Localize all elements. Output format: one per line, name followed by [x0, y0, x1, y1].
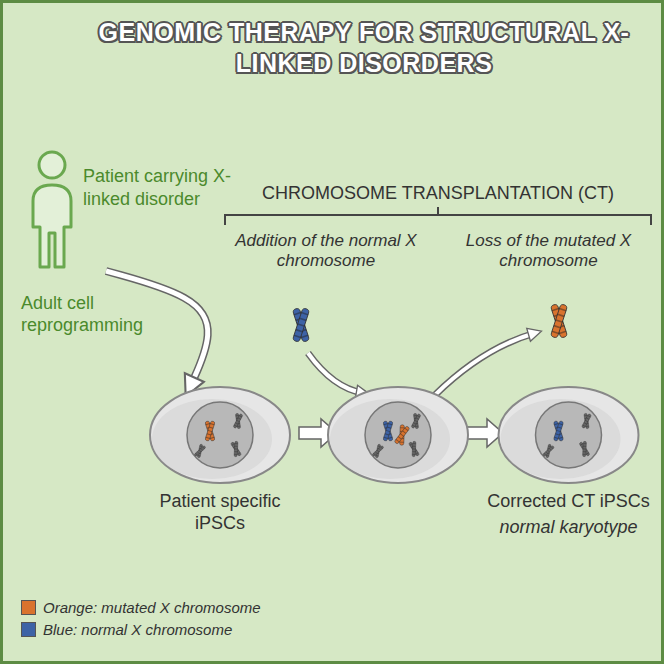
legend-text: Blue: normal X chromosome [43, 621, 232, 638]
cell-caption: normal karyotype [481, 517, 656, 539]
cell-node: Corrected CT iPSCs normal karyotype [481, 383, 656, 538]
chromosome [579, 441, 590, 458]
legend-row: Orange: mutated X chromosome [21, 599, 261, 616]
bracket [225, 207, 651, 225]
annotation-label: CHROMOSOME TRANSPLANTATION (CT) [228, 183, 648, 205]
loss-arrow-outline [435, 333, 535, 395]
chromosome [383, 421, 393, 442]
chromosome [550, 304, 567, 338]
chromosome [394, 424, 411, 447]
cell-caption: Corrected CT iPSCs [481, 491, 656, 513]
edge-label: Adult cell reprogramming [21, 293, 163, 336]
chromosome [411, 413, 421, 430]
addition-arrow-outline [308, 353, 363, 393]
legend-swatch [21, 600, 36, 615]
cell-caption: Patient specific iPSCs [145, 491, 295, 534]
addition-arrow [308, 353, 363, 393]
legend-row: Blue: normal X chromosome [21, 621, 261, 638]
patient-label: Patient carrying X-linked disorder [83, 143, 246, 210]
chromosome [194, 443, 207, 458]
annotation-label: Addition of the normal X chromosome [231, 231, 421, 272]
chromosome [408, 441, 419, 458]
legend-text: Orange: mutated X chromosome [43, 599, 261, 616]
chromosome [230, 441, 241, 458]
patient-node: Patient carrying X-linked disorder [21, 143, 246, 271]
cell-illustration [328, 387, 468, 483]
title: GENOMIC THERAPY FOR STRUCTURAL X-LINKED … [65, 17, 663, 80]
chromosome [233, 413, 243, 430]
annotation-label: Loss of the mutated X chromosome [441, 231, 656, 272]
cell [328, 387, 468, 483]
chromosome [205, 421, 215, 442]
cell [150, 387, 290, 483]
cell-shape [481, 383, 656, 487]
person-icon [21, 143, 83, 271]
chromosome-icons [292, 304, 567, 342]
cell [499, 387, 639, 483]
chromosome [372, 443, 385, 458]
chromosome [542, 443, 555, 458]
chromosome [581, 413, 591, 430]
loss-arrow [435, 333, 535, 395]
chromosome [553, 421, 563, 442]
chromosome [292, 308, 309, 342]
legend-swatch [21, 622, 36, 637]
cell-shape [145, 383, 295, 487]
step-arrow [465, 419, 503, 447]
legend: Orange: mutated X chromosomeBlue: normal… [21, 599, 261, 643]
cell-node: Patient specific iPSCs [145, 383, 295, 534]
